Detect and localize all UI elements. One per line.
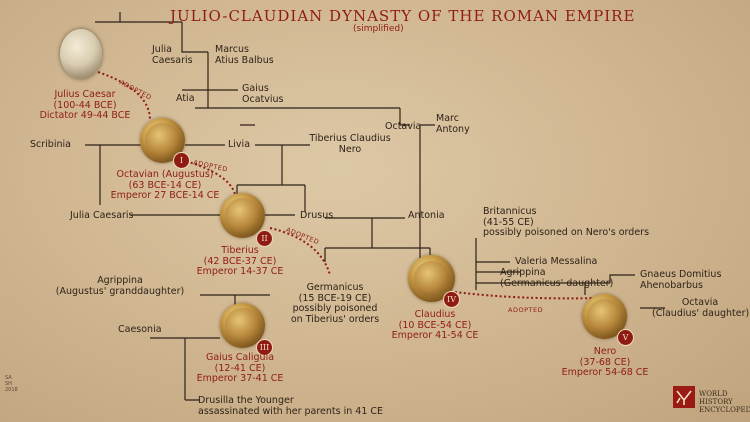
octavian-label: Octavian (Augustus)(63 BCE-14 CE)Emperor… (110, 169, 220, 201)
julius-caesar-name: Julius Caesar (54, 89, 116, 100)
claudius-numeral: IV (443, 291, 460, 308)
octavian-coin (140, 118, 185, 163)
octavia: Octavia (385, 121, 422, 132)
nero-coin (582, 294, 627, 339)
caligula-label: Gaius Caligula(12-41 CE)Emperor 37-41 CE (196, 352, 284, 384)
tiberius-label: Tiberius(42 BCE-37 CE)Emperor 14-37 CE (196, 245, 284, 277)
adopted-label-4: ADOPTED (508, 306, 544, 314)
germanicus: Germanicus(15 BCE-19 CE) possibly poison… (290, 282, 380, 325)
julia-caesaris: Julia Caesaris (70, 210, 134, 221)
nero-label: Nero(37-68 CE)Emperor 54-68 CE (561, 346, 649, 378)
tiberius-coin (220, 193, 265, 238)
julius-caesar-dates: (100-44 BCE) (53, 99, 117, 111)
agrippina-germanicus-daughter: Agrippina(Germanicus' daughter) (500, 267, 614, 289)
diagram-title: JULIO-CLAUDIAN DYNASTY OF THE ROMAN EMPI… (170, 7, 636, 25)
livia: Livia (228, 139, 251, 150)
octavian-numeral: I (173, 152, 190, 169)
caligula-numeral: III (256, 339, 273, 356)
atia: Atia (176, 93, 195, 104)
world-history-logo-icon (673, 386, 695, 408)
diagram-subtitle: (simplified) (353, 24, 404, 34)
julius-caesar-label: Julius Caesar (100-44 BCE) Dictator 49-4… (20, 89, 150, 122)
agrippina-augustus-granddaughter: Agrippina(Augustus' granddaughter) (55, 275, 185, 297)
drusus: Drusus (300, 210, 334, 221)
julius-caesar-portrait (60, 29, 102, 79)
antonia: Antonia (408, 210, 445, 221)
caesonia: Caesonia (118, 324, 162, 335)
scribinia: Scribinia (30, 139, 71, 150)
claudius-label: Claudius(10 BCE-54 CE)Emperor 41-54 CE (391, 309, 479, 341)
julius-caesar-role: Dictator 49-44 BCE (39, 110, 131, 121)
britannicus: Britannicus(41-55 CE)possibly poisoned o… (483, 206, 650, 238)
octavia-claudius-daughter: Octavia(Claudius' daughter) (652, 297, 750, 319)
valeria-messalina: Valeria Messalina (515, 256, 598, 267)
nero-numeral: V (617, 329, 634, 346)
world-history-logo-text: WORLD HISTORYENCYCLOPEDIA (699, 390, 750, 414)
tiberius-numeral: II (256, 230, 273, 247)
